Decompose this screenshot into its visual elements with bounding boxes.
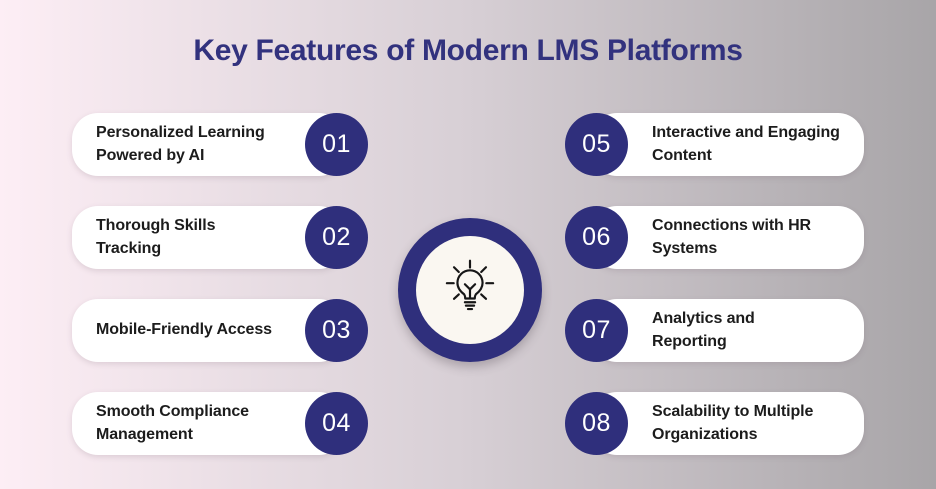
feature-row: Analytics and Reporting 07 (565, 299, 864, 362)
feature-number-badge: 01 (305, 113, 368, 176)
lightbulb-icon (445, 259, 495, 311)
feature-number-badge: 04 (305, 392, 368, 455)
feature-card: Smooth Compliance Management (72, 392, 345, 455)
feature-label: Scalability to Multiple Organizations (652, 402, 814, 443)
feature-row: Mobile-Friendly Access 03 (72, 299, 368, 362)
feature-label: Smooth Compliance Management (96, 402, 249, 443)
center-badge-inner (416, 236, 524, 344)
feature-label: Analytics and Reporting (652, 309, 755, 350)
feature-number-badge: 06 (565, 206, 628, 269)
feature-label: Mobile-Friendly Access (96, 321, 272, 339)
feature-label: Personalized Learning Powered by AI (96, 123, 265, 164)
feature-card: Interactive and Engaging Content (591, 113, 864, 176)
feature-card: Scalability to Multiple Organizations (591, 392, 864, 455)
feature-number-badge: 07 (565, 299, 628, 362)
feature-number-badge: 05 (565, 113, 628, 176)
feature-card: Mobile-Friendly Access (72, 299, 345, 362)
feature-card: Thorough Skills Tracking (72, 206, 345, 269)
feature-card: Personalized Learning Powered by AI (72, 113, 345, 176)
features-right-column: Interactive and Engaging Content 05 Conn… (565, 113, 864, 455)
feature-card: Connections with HR Systems (591, 206, 864, 269)
feature-label: Connections with HR Systems (652, 216, 811, 257)
features-left-column: Personalized Learning Powered by AI 01 T… (72, 113, 368, 455)
feature-label: Thorough Skills Tracking (96, 216, 216, 257)
feature-number-badge: 03 (305, 299, 368, 362)
feature-card: Analytics and Reporting (591, 299, 864, 362)
feature-row: Connections with HR Systems 06 (565, 206, 864, 269)
feature-label: Interactive and Engaging Content (652, 123, 840, 164)
feature-row: Scalability to Multiple Organizations 08 (565, 392, 864, 455)
page-title: Key Features of Modern LMS Platforms (193, 34, 743, 67)
feature-row: Personalized Learning Powered by AI 01 (72, 113, 368, 176)
center-badge (398, 218, 542, 362)
feature-row: Smooth Compliance Management 04 (72, 392, 368, 455)
feature-number-badge: 08 (565, 392, 628, 455)
feature-row: Interactive and Engaging Content 05 (565, 113, 864, 176)
feature-row: Thorough Skills Tracking 02 (72, 206, 368, 269)
feature-number-badge: 02 (305, 206, 368, 269)
